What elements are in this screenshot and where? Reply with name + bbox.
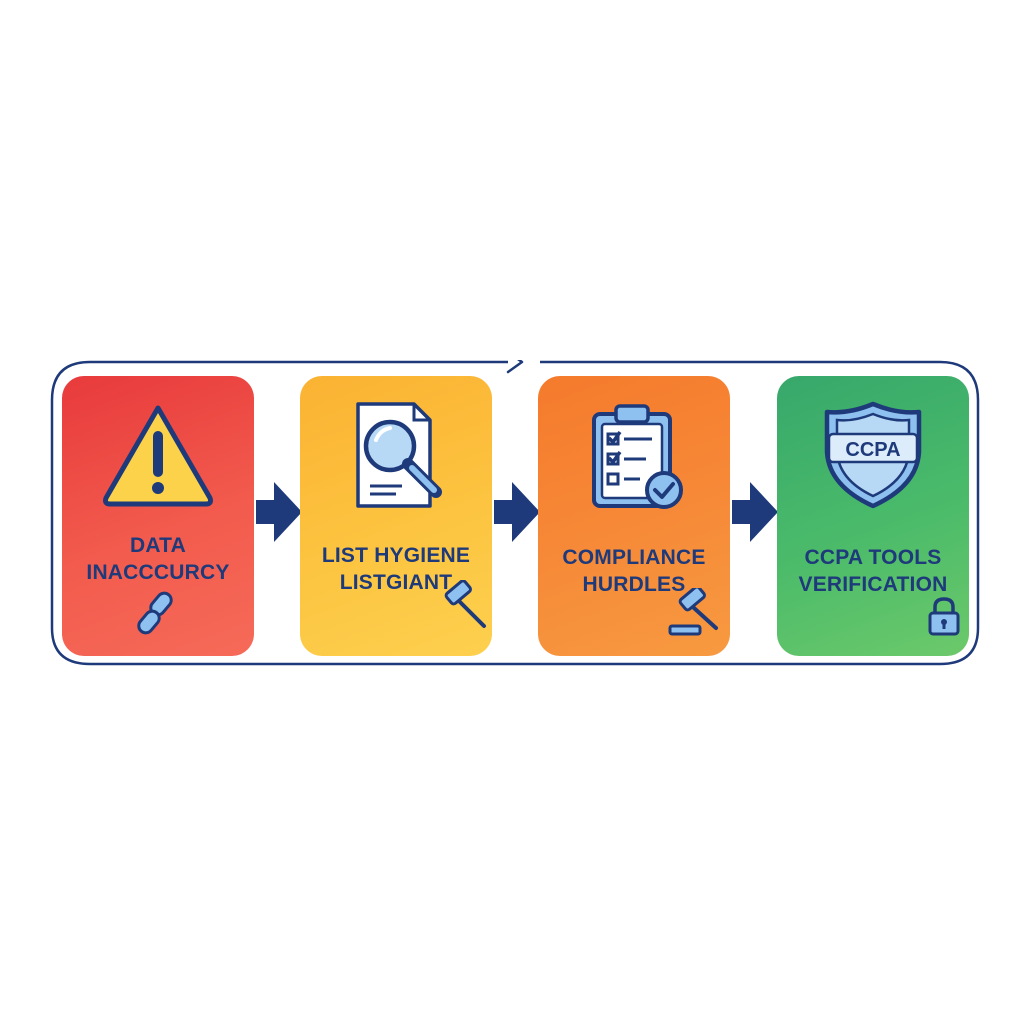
step-label: CCPA TOOLS VERIFICATION	[777, 544, 969, 598]
step-label: LIST HYGIENE LISTGIANT	[300, 542, 492, 596]
flow-arrow-3	[732, 480, 778, 544]
step-label: DATA INACCCURCY	[62, 532, 254, 586]
shield-text: CCPA	[845, 439, 900, 461]
step-label-line2: LISTGIANT	[339, 571, 453, 594]
step-card-compliance-hurdles: COMPLIANCE HURDLES	[538, 376, 730, 656]
step-label-line1: CCPA TOOLS	[804, 546, 942, 569]
step-label-line2: HURDLES	[582, 573, 686, 596]
step-card-data-inaccuracy: DATA INACCCURCY	[62, 376, 254, 656]
step-label-line2: VERIFICATION	[798, 573, 948, 596]
padlock-icon	[928, 597, 960, 636]
step-label: COMPLIANCE HURDLES	[538, 544, 730, 598]
step-label-line2: INACCCURCY	[86, 561, 230, 584]
clipboard-checklist-icon	[592, 404, 683, 509]
flow-arrow-2	[494, 480, 540, 544]
process-frame	[50, 360, 980, 666]
broken-link-icon	[137, 591, 173, 635]
step-label-line1: COMPLIANCE	[562, 546, 706, 569]
frame-arrow-head	[506, 360, 524, 374]
step-label-line1: LIST HYGIENE	[321, 544, 471, 567]
step-card-ccpa-tools: CCPA CCPA TOOLS VERIFICATION	[777, 376, 969, 656]
gavel-icon	[668, 588, 718, 636]
frame-outline	[50, 360, 980, 666]
gavel-icon	[444, 580, 486, 628]
ccpa-shield-icon: CCPA	[824, 401, 922, 509]
flow-arrow-1	[256, 480, 302, 544]
step-label-line1: DATA	[129, 534, 186, 557]
warning-triangle-icon	[103, 405, 213, 507]
step-card-list-hygiene: LIST HYGIENE LISTGIANT	[300, 376, 492, 656]
document-magnifier-icon	[356, 402, 442, 508]
